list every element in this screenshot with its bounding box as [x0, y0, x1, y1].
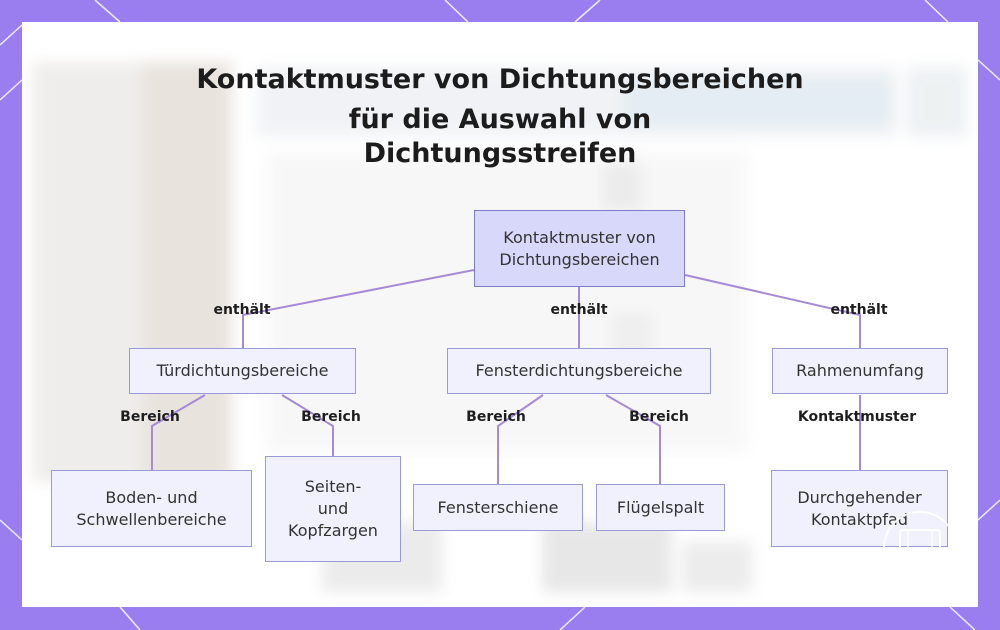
diagram-title-line-1: Kontaktmuster von Dichtungsbereichen — [196, 64, 804, 95]
diagram-title-line-2: für die Auswahl von — [348, 104, 652, 135]
blurred-background — [32, 62, 967, 592]
edge-label-window-sash: Bereich — [629, 409, 689, 425]
connector-window-track — [497, 394, 544, 484]
watermark-logo — [883, 511, 957, 585]
node-bottom-threshold: Boden- und Schwellenbereiche — [51, 470, 252, 547]
diagram-title-line-3: Dichtungsstreifen — [363, 138, 637, 169]
edge-label-door-bottom: Bereich — [120, 409, 180, 425]
edge-label-root-frame: enthält — [830, 302, 888, 318]
node-sash-gap: Flügelspalt — [596, 484, 725, 531]
edge-label-frame-path: Kontaktmuster — [797, 409, 917, 425]
node-window-track: Fensterschiene — [413, 484, 583, 531]
node-window-seal-areas: Fensterdichtungsbereiche — [447, 348, 711, 394]
connector-door-bottom — [151, 394, 206, 470]
node-frame-perimeter: Rahmenumfang — [772, 348, 948, 394]
edge-label-root-window: enthält — [550, 302, 608, 318]
node-continuous-contact-path: Durchgehender Kontaktpfad — [771, 470, 948, 547]
edge-label-door-side: Bereich — [301, 409, 361, 425]
node-door-seal-areas: Türdichtungsbereiche — [129, 348, 356, 394]
connector-window-sash — [605, 394, 661, 484]
connector-door-side — [281, 394, 334, 456]
edge-label-window-track: Bereich — [466, 409, 526, 425]
edge-label-root-door: enthält — [213, 302, 271, 318]
node-root: Kontaktmuster von Dichtungsbereichen — [474, 210, 685, 287]
node-side-head-jambs: Seiten- und Kopfzargen — [265, 456, 401, 562]
connector-root-door — [242, 269, 475, 348]
connector-root-frame — [684, 274, 861, 348]
